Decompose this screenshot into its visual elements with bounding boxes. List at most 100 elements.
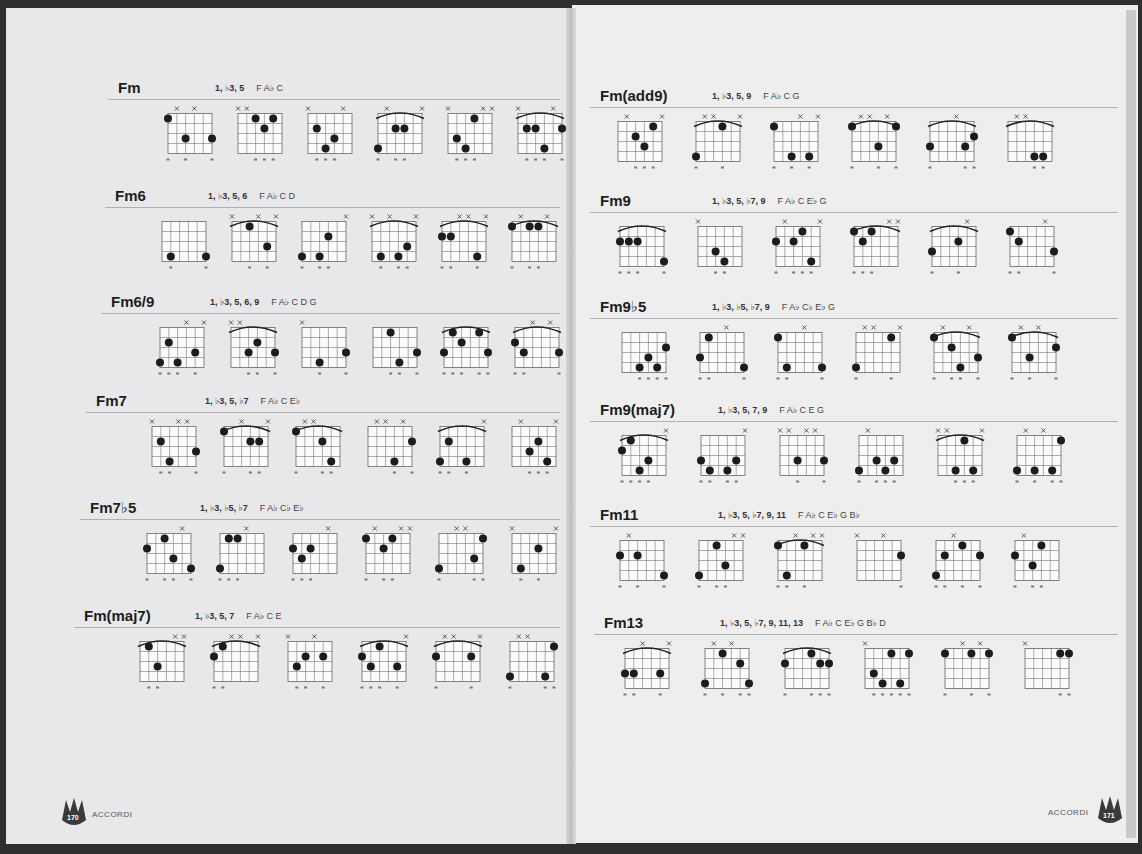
- chord-box: [306, 107, 352, 161]
- chord-box: [374, 107, 424, 161]
- chord-box: [516, 107, 566, 161]
- chord-box: [440, 327, 492, 375]
- note-names: F A♭ C E♭ G B♭: [798, 511, 860, 521]
- chord-box: [446, 107, 494, 161]
- chord-box: [220, 420, 270, 474]
- interval-formula: 1, ♭3, 5, ♭7, 9: [712, 197, 766, 207]
- chord-name: Fm6/9: [111, 294, 154, 311]
- chord-box: [618, 429, 668, 483]
- chord-box: [435, 527, 487, 581]
- chord-box: [292, 420, 342, 474]
- note-names: F A♭ C E G: [779, 406, 824, 416]
- chord-box: [781, 648, 833, 696]
- note-names: F A♭ C D: [259, 192, 295, 202]
- rule-line: [590, 526, 1118, 527]
- note-names: F A♭ C E♭: [261, 397, 301, 407]
- chord-box: [696, 326, 748, 380]
- chord-box: [286, 635, 332, 689]
- rule-line: [594, 634, 1118, 635]
- chord-box: [432, 635, 482, 689]
- chord-box: [510, 527, 558, 581]
- chord-box: [210, 635, 260, 689]
- interval-formula: 1, ♭3, 5, 9: [712, 92, 751, 102]
- chord-box: [616, 226, 668, 274]
- note-names: F A♭ C G: [763, 92, 799, 102]
- interval-formula: 1, ♭3, 5, ♭7, 9, 11, 13: [720, 619, 803, 629]
- interval-formula: 1, ♭3, 5, ♭7: [205, 397, 249, 407]
- footer-text: ACCORDI: [1048, 809, 1088, 818]
- note-names: F A♭ C E: [246, 612, 281, 622]
- chord-name: Fm7♭5: [90, 500, 136, 517]
- chord-box: [162, 222, 210, 269]
- chord-box: [848, 115, 900, 169]
- chord-box: [438, 215, 488, 269]
- chord-box: [373, 328, 421, 375]
- page-stack: [1126, 10, 1136, 838]
- chord-box: [932, 534, 984, 588]
- chord-box: [930, 326, 982, 380]
- chord-name: Fm9: [600, 193, 631, 210]
- note-names: F A♭ C♭ E♭: [260, 504, 304, 514]
- rule-line: [590, 421, 1118, 422]
- chord-box: [855, 429, 903, 483]
- spine-shadow: [566, 8, 576, 844]
- chord-name: Fm13: [604, 615, 643, 632]
- chord-name: Fm(maj7): [84, 608, 151, 625]
- chord-box: [695, 534, 745, 588]
- rule-line: [590, 212, 1118, 213]
- chord-box: [511, 321, 563, 375]
- chord-name: Fm: [118, 80, 141, 97]
- chord-box: [855, 534, 905, 588]
- chord-box: [697, 429, 747, 483]
- chord-box: [850, 220, 900, 274]
- chord-box: [216, 527, 264, 581]
- chord-box: [508, 215, 558, 269]
- chord-box: [701, 642, 753, 696]
- interval-formula: 1, ♭3, 5, 7, 9: [718, 406, 767, 416]
- chord-box: [928, 220, 978, 274]
- hand-icon: [62, 798, 86, 825]
- chord-box: [362, 527, 412, 581]
- chord-box: [1011, 534, 1059, 588]
- page-number: 170: [67, 814, 79, 822]
- interval-formula: 1, ♭3, 5, ♭7, 9, 11: [718, 511, 786, 521]
- chord-name: Fm(add9): [600, 88, 668, 105]
- chord-box: [936, 429, 984, 483]
- rule-line: [101, 313, 560, 314]
- chord-box: [774, 326, 826, 380]
- interval-formula: 1, ♭3, 5, 6: [208, 192, 247, 202]
- chord-box: [298, 215, 348, 269]
- chord-box: [512, 420, 558, 474]
- rule-line: [80, 519, 560, 520]
- chord-name: Fm9♭5: [600, 299, 646, 316]
- note-names: F A♭ C D G: [271, 298, 316, 308]
- chord-box: [143, 527, 195, 581]
- chord-box: [368, 420, 416, 474]
- chord-box: [229, 321, 279, 375]
- interval-formula: 1, ♭3, ♭5, ♭7, 9: [712, 303, 770, 313]
- chord-box: [616, 534, 668, 588]
- chord-box: [622, 333, 670, 380]
- chord-box: [150, 420, 200, 474]
- chord-box: [692, 115, 742, 169]
- chord-box: [1008, 326, 1060, 380]
- chord-box: [1023, 642, 1073, 696]
- chord-box: [618, 115, 664, 169]
- interval-formula: 1, ♭3, 5: [215, 84, 244, 94]
- rule-line: [86, 412, 560, 413]
- rule-line: [590, 318, 1118, 319]
- chord-box: [1006, 220, 1058, 274]
- chord-box: [230, 215, 278, 269]
- chord-box: [1006, 115, 1054, 169]
- chord-box: [156, 321, 206, 375]
- chord-box: [289, 527, 337, 581]
- rule-line: [108, 99, 560, 100]
- chord-box: [506, 635, 558, 689]
- chord-name: Fm7: [96, 393, 127, 410]
- chord-box: [926, 115, 978, 169]
- hand-icon: [1098, 796, 1122, 823]
- chord-box: [772, 220, 822, 274]
- chord-box: [164, 107, 216, 161]
- chord-box: [852, 326, 902, 380]
